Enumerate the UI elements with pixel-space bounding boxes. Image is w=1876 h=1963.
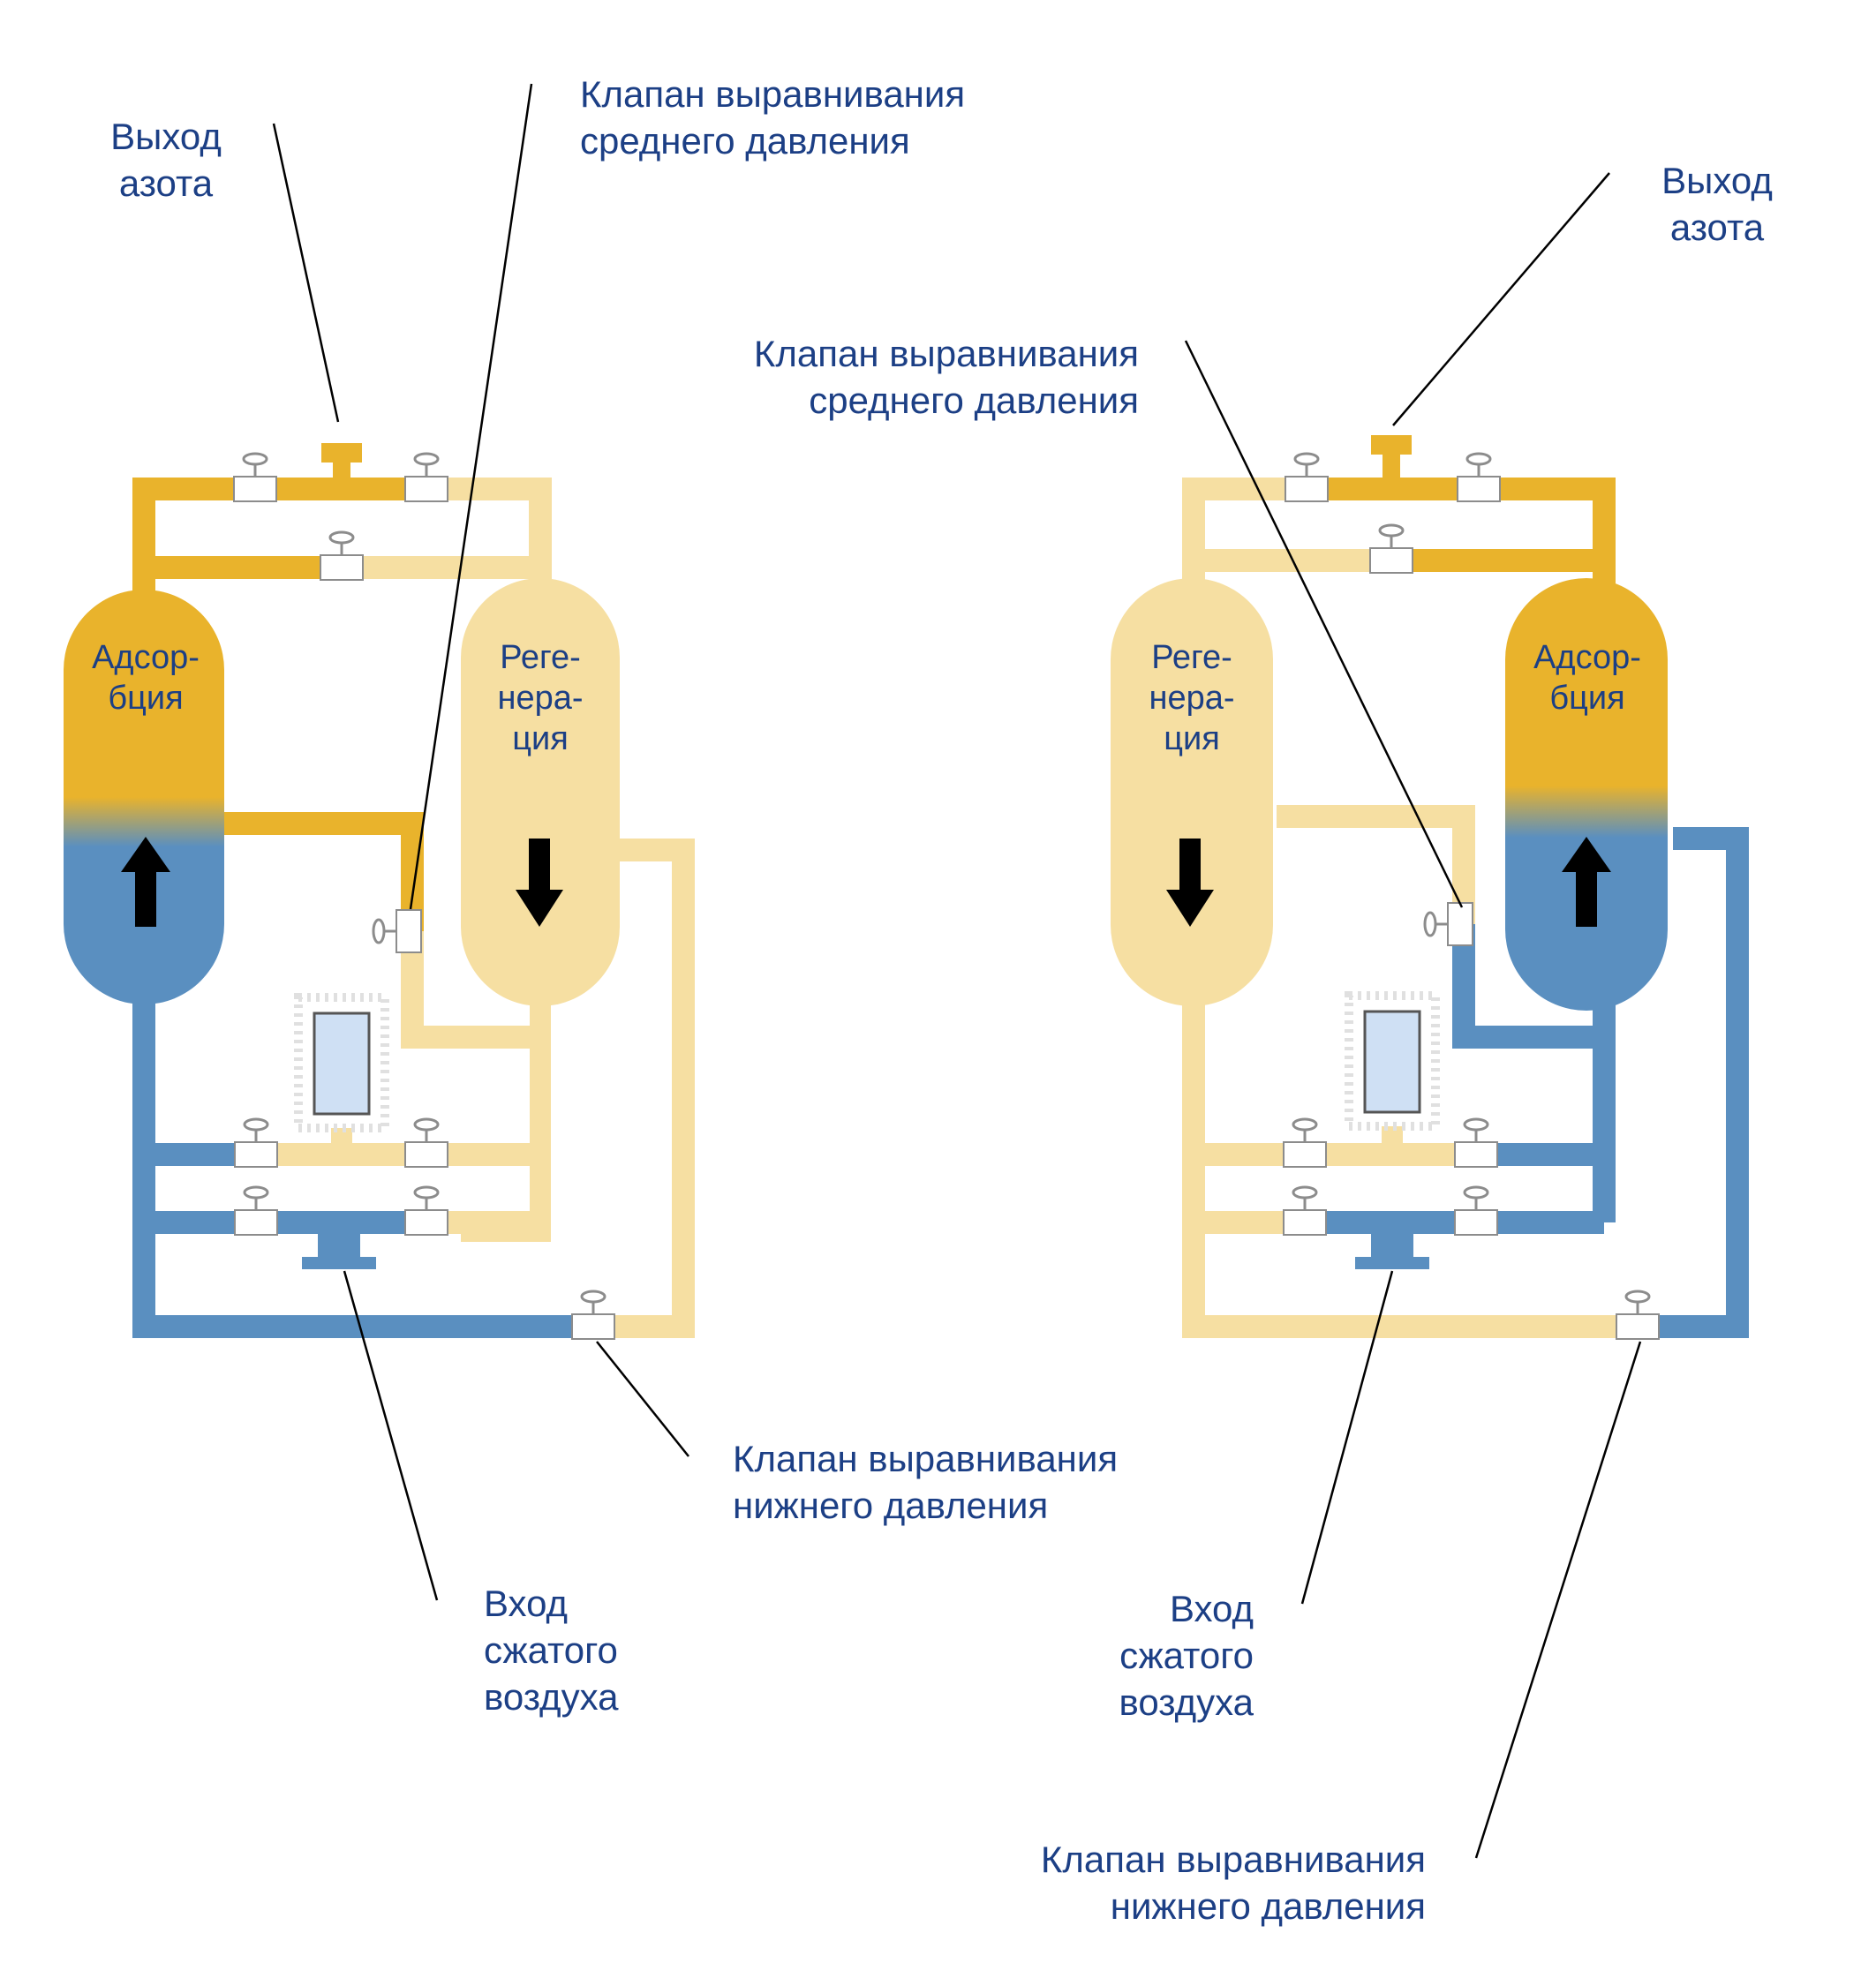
right-air-inlet-label: Вход сжатого воздуха: [1024, 1585, 1254, 1726]
left-valve-b1: [233, 1117, 279, 1169]
right-regeneration-label: Реге- нера- ция: [1121, 637, 1262, 759]
left-adsorption-line-2: бция: [108, 680, 184, 717]
leader-right-nitrogen: [1392, 172, 1610, 426]
left-nitrogen-outlet: [321, 443, 362, 463]
right-regeneration-vessel: [1111, 578, 1273, 1006]
right-filter: [1363, 1010, 1421, 1114]
left-low-valve-line-1: Клапан выравнивания: [733, 1438, 1119, 1479]
left-regeneration-line-2: нера-: [497, 680, 584, 717]
right-up-arrow: [1562, 837, 1611, 927]
right-nitrogen-outlet-line-2: азота: [1669, 207, 1765, 248]
right-adsorption-vessel: [1505, 578, 1668, 1011]
left-low-valve-label: Клапан выравнивания нижнего давления: [733, 1435, 1118, 1529]
right-regeneration-line-3: ция: [1164, 720, 1220, 757]
left-medium-valve-line-2: среднего давления: [580, 120, 910, 162]
right-dryer: [1111, 435, 1749, 1341]
left-regeneration-label: Реге- нера- ция: [470, 637, 611, 759]
right-nitrogen-outlet: [1371, 435, 1412, 455]
left-adsorption-line-1: Адсор-: [92, 639, 200, 676]
left-nitrogen-outlet-label: Выход азота: [95, 113, 237, 207]
left-air-inlet-line-1: Вход: [484, 1583, 569, 1624]
left-air-inlet-line-3: воздуха: [484, 1676, 619, 1718]
left-medium-pipe-cream: [401, 931, 540, 1049]
right-valve-top-1: [1284, 452, 1330, 503]
right-nitrogen-outlet-line-1: Выход: [1661, 160, 1773, 201]
left-up-arrow: [121, 837, 170, 927]
right-down-arrow: [1166, 839, 1214, 927]
leader-right-low-valve: [1474, 1341, 1642, 1859]
left-air-pipe-left: [132, 997, 583, 1338]
right-regeneration-line-2: нера-: [1149, 680, 1235, 717]
left-medium-valve: [372, 908, 423, 954]
left-filter: [313, 1012, 371, 1116]
right-air-inlet-line-3: воздуха: [1119, 1681, 1254, 1723]
left-dryer: [64, 443, 695, 1341]
leader-right-medium-valve: [1184, 340, 1464, 908]
right-medium-pipe-blue: [1452, 924, 1604, 1049]
right-air-inlet-line-2: сжатого: [1119, 1635, 1254, 1676]
right-air-side-pipe: [1651, 827, 1749, 1338]
right-air-inlet-line-1: Вход: [1169, 1588, 1254, 1629]
left-valve-b3: [233, 1185, 279, 1237]
right-adsorption-line-1: Адсор-: [1533, 639, 1641, 676]
left-valve-top-2: [403, 452, 449, 503]
left-adsorption-label: Адсор- бция: [75, 637, 216, 718]
right-top-header-cream: [1182, 478, 1307, 591]
left-medium-valve-line-1: Клапан выравнивания: [580, 73, 966, 115]
right-valve-b3: [1282, 1185, 1328, 1237]
left-valve-b2: [403, 1117, 449, 1169]
left-low-valve-line-2: нижнего давления: [733, 1485, 1049, 1526]
left-nitrogen-outlet-line-1: Выход: [110, 116, 222, 157]
left-down-arrow: [516, 839, 563, 927]
right-medium-pipe-cream: [1277, 805, 1475, 924]
right-valve-b2: [1453, 1117, 1499, 1169]
right-adsorption-line-2: бция: [1549, 680, 1625, 717]
left-valve-b4: [403, 1185, 449, 1237]
right-regen-down-pipe: [1182, 997, 1624, 1338]
right-low-valve-label: Клапан выравнивания нижнего давления: [971, 1836, 1426, 1929]
right-nitrogen-outlet-label: Выход азота: [1646, 157, 1788, 251]
left-low-valve: [570, 1290, 616, 1341]
right-valve-top-2: [1456, 452, 1502, 503]
right-top-header-gold: [1307, 478, 1616, 591]
right-medium-valve-line-2: среднего давления: [809, 380, 1139, 421]
right-low-valve-line-1: Клапан выравнивания: [1040, 1839, 1426, 1880]
leader-left-medium-valve: [409, 83, 533, 910]
left-valve-middle: [319, 530, 365, 582]
right-medium-valve-label: Клапан выравнивания среднего давления: [689, 330, 1139, 424]
left-adsorption-vessel: [64, 590, 224, 1004]
left-regeneration-vessel: [461, 578, 620, 1006]
left-medium-pipe-gold: [221, 812, 424, 931]
leader-left-low-valve: [596, 1341, 689, 1457]
left-regeneration-line-1: Реге-: [500, 639, 581, 676]
leader-left-nitrogen: [272, 123, 340, 423]
right-medium-valve-line-1: Клапан выравнивания: [753, 333, 1139, 374]
right-valve-b1: [1282, 1117, 1328, 1169]
right-valve-b4: [1453, 1185, 1499, 1237]
right-valve-middle: [1368, 523, 1414, 575]
left-air-inlet-label: Вход сжатого воздуха: [484, 1580, 618, 1720]
leader-right-air-inlet: [1300, 1270, 1394, 1605]
right-adsorption-label: Адсор- бция: [1517, 637, 1658, 718]
left-air-inlet-line-2: сжатого: [484, 1629, 618, 1671]
leader-left-air-inlet: [343, 1270, 439, 1601]
left-nitrogen-outlet-line-2: азота: [118, 162, 214, 204]
left-medium-valve-label: Клапан выравнивания среднего давления: [580, 71, 965, 164]
left-valve-top-1: [232, 452, 278, 503]
right-medium-valve: [1423, 901, 1474, 947]
leader-lines: [272, 83, 1642, 1859]
right-regeneration-line-1: Реге-: [1151, 639, 1232, 676]
right-low-valve-line-2: нижнего давления: [1110, 1885, 1426, 1927]
right-low-valve: [1615, 1290, 1661, 1341]
left-regeneration-line-3: ция: [512, 720, 569, 757]
left-regen-side-pipe: [596, 839, 695, 1338]
